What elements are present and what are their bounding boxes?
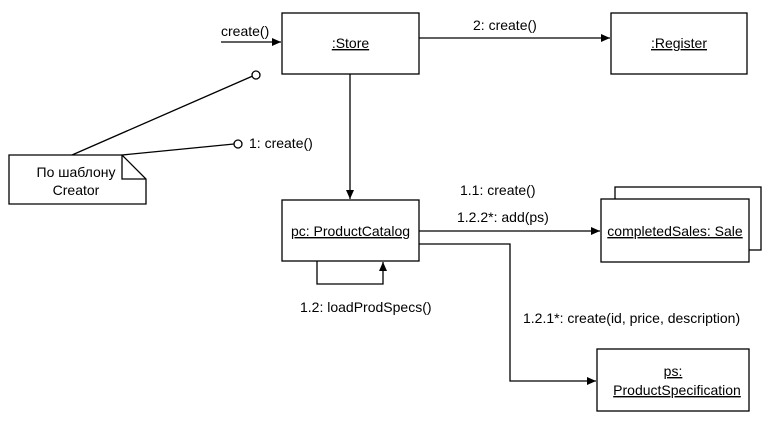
load-specs-label: 1.2: loadProdSpecs() bbox=[300, 299, 432, 315]
catalog-to-spec-arrow bbox=[419, 243, 596, 385]
sales-create-label: 1.1: create() bbox=[460, 182, 535, 198]
spec-create-label: 1.2.1*: create(id, price, description) bbox=[523, 310, 740, 326]
note-fold bbox=[121, 155, 146, 180]
product-spec-label-line1: ps: bbox=[664, 363, 683, 379]
note-anchor-circle-2 bbox=[233, 139, 243, 149]
register-label: :Register bbox=[651, 35, 707, 51]
completed-sales-label: completedSales: Sale bbox=[607, 223, 743, 239]
note-text-line2: Creator bbox=[53, 182, 100, 198]
self-call-loop-arrow bbox=[316, 261, 387, 285]
store-box bbox=[281, 12, 420, 75]
product-catalog-label: pc: ProductCatalog bbox=[291, 223, 410, 239]
sales-add-label: 1.2.2*: add(ps) bbox=[457, 209, 549, 225]
incoming-create-label: create() bbox=[221, 23, 269, 39]
note-anchor-circle-1 bbox=[251, 70, 261, 80]
product-spec-box bbox=[596, 348, 750, 412]
product-catalog-box bbox=[281, 199, 420, 262]
register-box bbox=[610, 12, 748, 75]
note-shape bbox=[8, 154, 147, 205]
completed-sales-box bbox=[600, 198, 750, 263]
register-create-label: 2: create() bbox=[473, 17, 537, 33]
store-label: :Store bbox=[332, 35, 370, 51]
note-anchor-line-2 bbox=[121, 143, 235, 156]
product-spec-label-line2: ProductSpecification bbox=[613, 382, 741, 398]
note-anchor-line-1 bbox=[71, 74, 256, 156]
note-text-line1: По шаблону bbox=[37, 164, 116, 180]
catalog-create-label: 1: create() bbox=[249, 135, 313, 151]
